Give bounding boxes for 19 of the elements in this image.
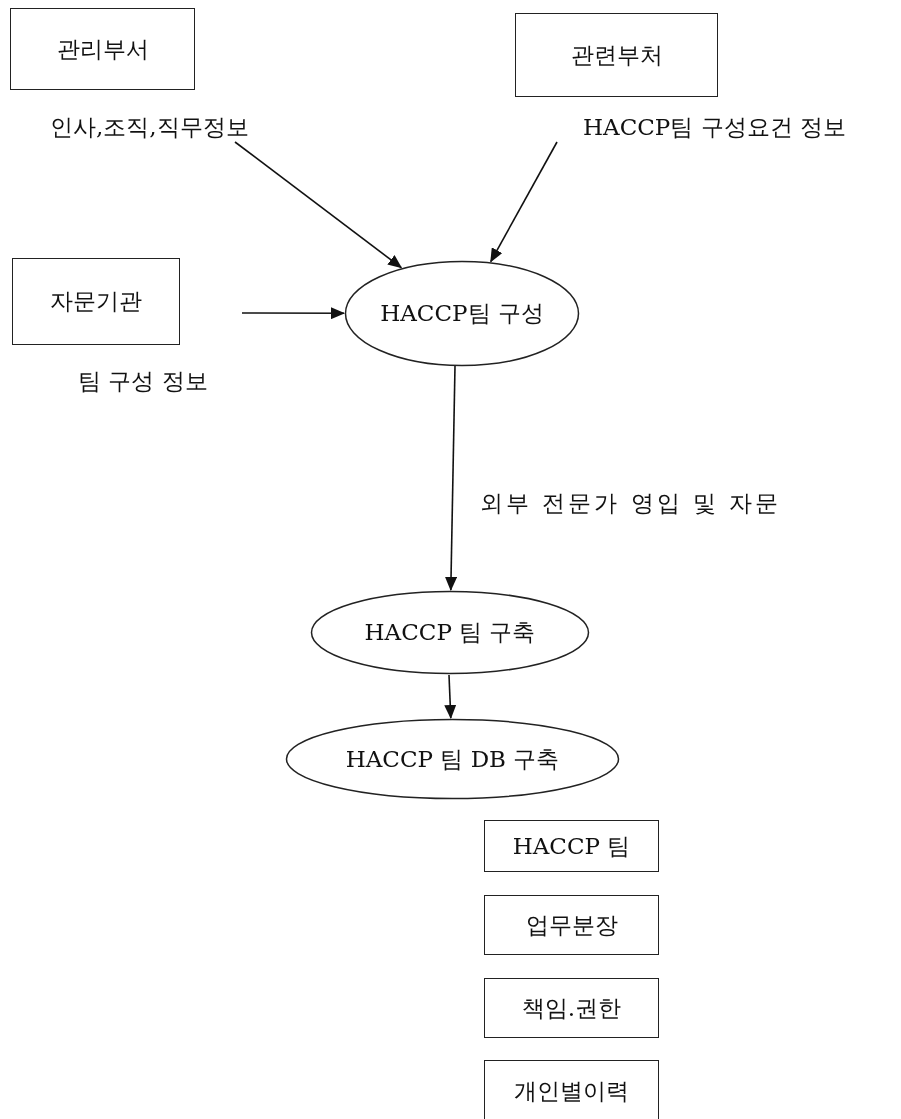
data-label: HACCP팀 구성요건 정보 (583, 113, 846, 142)
process-box: 업무분장 (484, 895, 659, 955)
data-label: 인사,조직,직무정보 (50, 113, 249, 142)
arrow (234, 141, 403, 269)
process-box: 책임.권한 (484, 978, 659, 1038)
process-box: HACCP 팀 (484, 820, 659, 872)
process-box: 자문기관 (12, 258, 180, 345)
process-ellipse: HACCP 팀 구축 (310, 590, 590, 675)
data-label: 팀 구성 정보 (78, 367, 208, 396)
edge-label: 외부 전문가 영입 및 자문 (480, 489, 782, 518)
process-box: 관리부서 (10, 8, 195, 90)
arrow (241, 307, 345, 320)
arrow (445, 365, 458, 591)
process-box: 개인별이력 (484, 1060, 659, 1119)
arrow (444, 674, 457, 719)
process-ellipse: HACCP 팀 DB 구축 (285, 718, 620, 800)
process-box: 관련부처 (515, 13, 718, 97)
arrow (489, 141, 558, 263)
process-ellipse: HACCP팀 구성 (344, 260, 580, 367)
